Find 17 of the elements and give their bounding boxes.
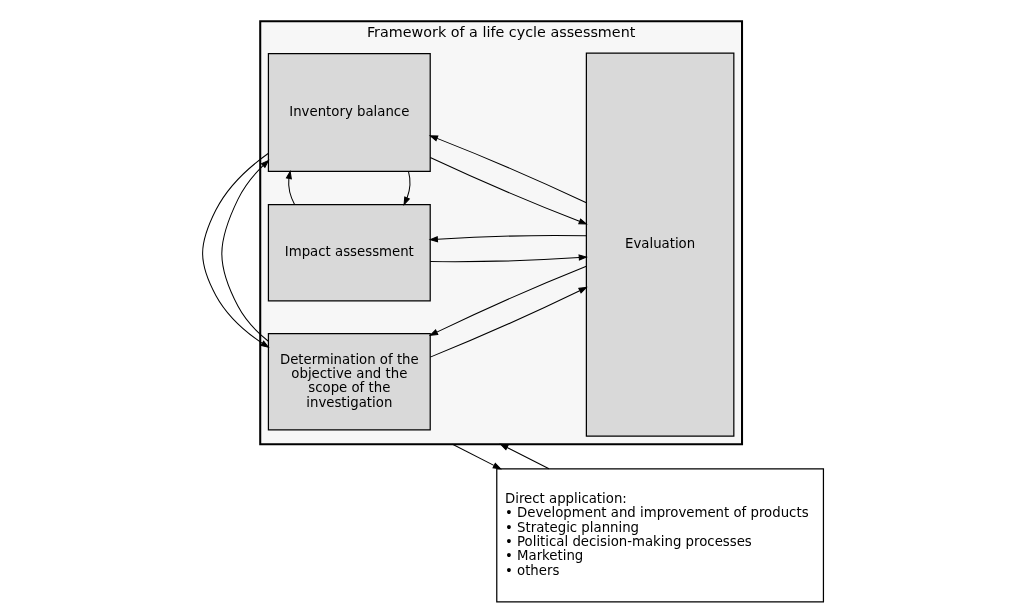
node-box: Determination of the objective and the scope of the investigation (267, 332, 431, 430)
arrow (402, 170, 410, 206)
arrow (451, 443, 502, 469)
node-box: Evaluation (585, 51, 734, 437)
arrow (285, 169, 295, 205)
arrow (428, 134, 587, 203)
arrow (429, 253, 588, 262)
node-box: Impact assessment (267, 203, 431, 301)
arrow (429, 156, 588, 225)
arrow (498, 443, 549, 469)
node-box: Direct application: • Development and improvement of products • Strategic planning • Political decision-making processes • Marketing • others (495, 467, 824, 602)
node-box: Inventory balance (267, 52, 431, 172)
arrow (429, 286, 588, 358)
arrow (428, 234, 587, 242)
arrow (201, 152, 270, 348)
arrow (220, 159, 270, 342)
arrow (428, 265, 587, 336)
